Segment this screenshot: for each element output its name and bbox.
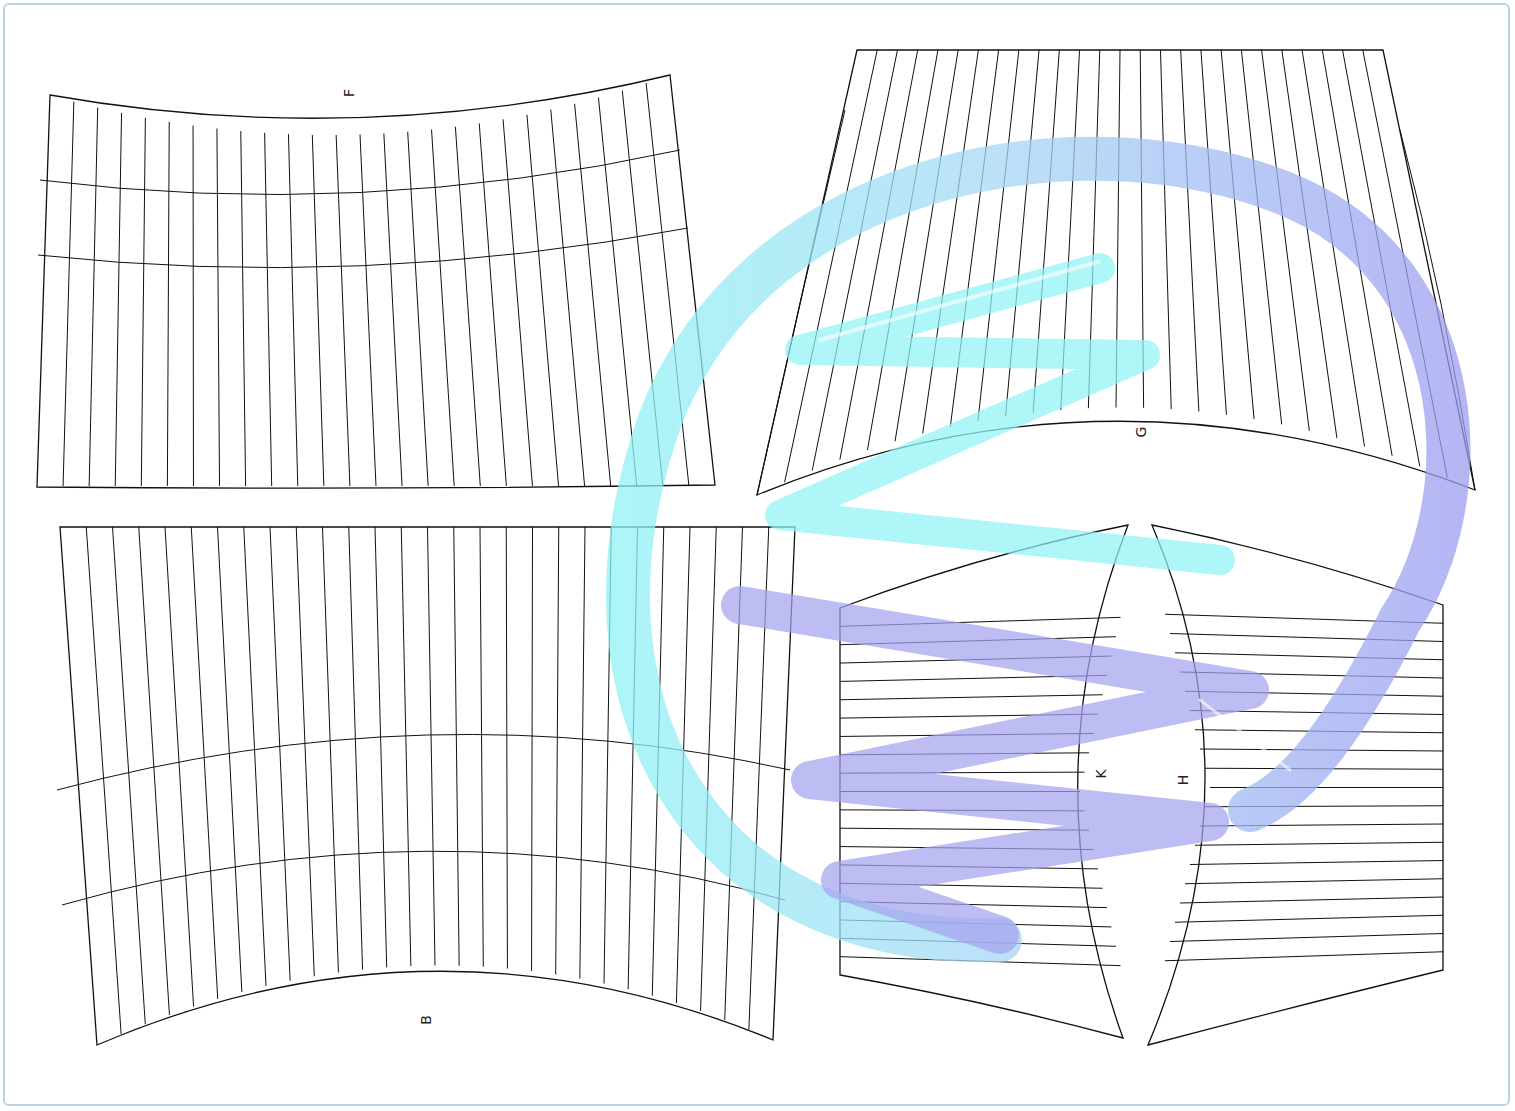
pattern-line xyxy=(479,123,506,486)
piece-letter: G xyxy=(1134,426,1148,437)
pattern-line xyxy=(527,115,559,486)
piece-letter: K xyxy=(1094,770,1108,779)
pattern-line xyxy=(218,527,242,992)
pattern-line xyxy=(480,527,483,967)
pattern-line xyxy=(217,129,220,486)
pattern-line xyxy=(139,527,170,1015)
pattern-line xyxy=(401,527,411,966)
pattern-line xyxy=(241,131,246,486)
pattern-line xyxy=(113,527,146,1024)
pattern-line xyxy=(37,75,715,488)
pattern-line xyxy=(288,134,297,486)
pattern-line xyxy=(923,50,979,433)
pattern-line xyxy=(62,851,785,905)
pattern-line xyxy=(193,126,194,486)
pattern-line xyxy=(141,118,145,486)
pattern-line xyxy=(701,527,717,1011)
pattern-line xyxy=(1160,50,1171,409)
pattern-line xyxy=(38,228,688,268)
pattern-line xyxy=(867,50,937,450)
pattern-line xyxy=(1175,915,1443,922)
pattern-line xyxy=(1210,787,1443,788)
pattern-line xyxy=(812,50,897,470)
pattern-line xyxy=(428,527,436,966)
pattern-line xyxy=(265,133,272,486)
pattern-line xyxy=(1195,842,1443,845)
piece-letter: B xyxy=(419,1015,433,1025)
pattern-line xyxy=(757,110,845,495)
pattern-line xyxy=(191,527,217,999)
pattern-line xyxy=(115,113,121,486)
pattern-line xyxy=(336,135,350,486)
pattern-line xyxy=(840,50,918,460)
piece-letter: F xyxy=(342,89,356,97)
pattern-line xyxy=(63,102,74,486)
pattern-line xyxy=(296,527,314,976)
pattern-line xyxy=(1181,50,1199,411)
pattern-line xyxy=(1262,50,1310,431)
pattern-line xyxy=(580,527,585,979)
pattern-line xyxy=(551,110,585,486)
pattern-line xyxy=(349,527,363,970)
pattern-line xyxy=(1241,50,1281,424)
pattern-line xyxy=(89,108,98,486)
pattern-line xyxy=(1201,50,1227,415)
pattern-line xyxy=(375,527,387,967)
pattern-line xyxy=(312,135,324,486)
pattern-line xyxy=(575,104,611,486)
page-frame xyxy=(3,3,1510,1106)
pattern-line xyxy=(244,527,266,986)
pattern-line xyxy=(86,527,121,1034)
pattern-line xyxy=(455,127,480,486)
pattern-line xyxy=(506,527,507,969)
pattern-line xyxy=(454,527,459,966)
pattern-line xyxy=(895,50,958,441)
pattern-line xyxy=(1282,50,1337,438)
pattern-line xyxy=(531,527,533,971)
pattern-line xyxy=(40,150,680,195)
pattern-line xyxy=(270,527,290,981)
pattern-line xyxy=(432,130,455,486)
pattern-line xyxy=(323,527,339,973)
pattern-line xyxy=(950,50,998,427)
pattern-line xyxy=(165,527,194,1007)
pattern-line xyxy=(384,133,402,486)
pattern-line xyxy=(408,132,428,486)
pattern-line xyxy=(556,527,559,974)
pattern-line xyxy=(1190,861,1443,865)
pattern-line xyxy=(598,98,636,486)
pattern-line xyxy=(840,695,1103,700)
pattern-line xyxy=(1185,879,1443,884)
pattern-line xyxy=(1165,952,1443,961)
pattern-line xyxy=(360,135,376,487)
pattern-line xyxy=(503,119,532,486)
pattern-line xyxy=(1170,934,1443,942)
pattern-line xyxy=(1221,50,1254,419)
pattern-line xyxy=(167,122,169,486)
piece-letter: H xyxy=(1176,774,1190,785)
pattern-line xyxy=(1180,897,1443,903)
